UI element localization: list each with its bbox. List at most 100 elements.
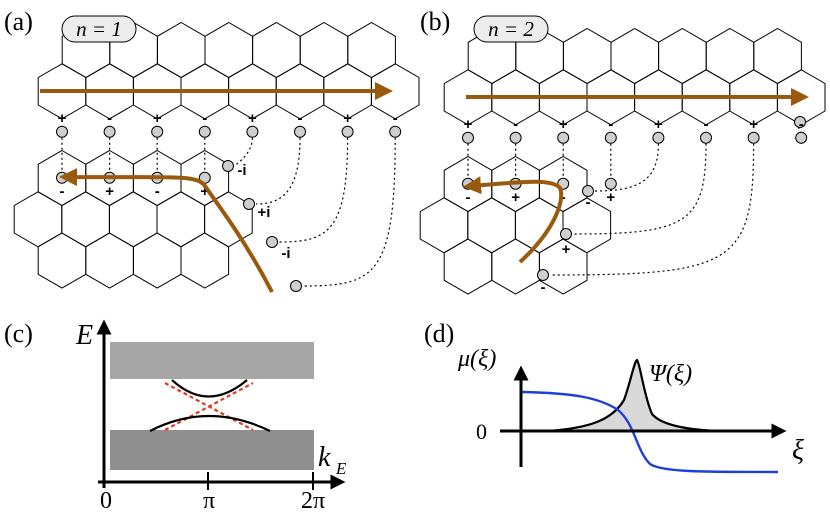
hex-cell [419, 197, 469, 254]
site-sign: - [155, 183, 160, 200]
upper-band [110, 342, 314, 379]
lattice-site [462, 131, 474, 144]
lattice-site [198, 125, 211, 138]
axis-label-k: k [318, 442, 331, 473]
dashed-crossing-2 [164, 382, 254, 431]
site-sign: - [704, 116, 709, 133]
hex-cell [156, 21, 206, 79]
psi-peak [547, 358, 721, 433]
lattice-site [294, 125, 306, 138]
panel-c: (c) E k E 0 π 2π [4, 319, 347, 514]
site-sign: + [749, 116, 758, 133]
hex-cell [13, 191, 63, 248]
arrow-a-bottom [59, 168, 274, 293]
lattice-site [795, 131, 808, 144]
zero-label: 0 [476, 419, 487, 444]
panel-b: (b) +-+-+-+--+-+-+- n = 2 [419, 7, 826, 296]
lattice-site [56, 171, 68, 184]
lattice-site [747, 131, 760, 144]
lattice-site [341, 125, 354, 138]
site-sign: + [153, 110, 162, 127]
site-sign: + [464, 116, 473, 133]
lattice-site [557, 131, 570, 144]
lattice-site [246, 125, 259, 138]
lattice-site [462, 177, 474, 190]
edge-site [222, 160, 234, 172]
lattice-site [700, 131, 712, 144]
panel-b-label: (b) [420, 7, 450, 36]
upper-gap-curve [171, 379, 248, 398]
site-sign: + [562, 241, 571, 258]
lower-gap-curve [149, 414, 271, 432]
dotted-connections-a [61, 137, 396, 287]
axis-label-E: E [75, 320, 93, 351]
axis-label-k-sub: E [335, 459, 347, 478]
hex-cell [180, 232, 230, 289]
dotted-link [255, 137, 301, 205]
lattice-site [509, 131, 522, 144]
site-sign: + [511, 189, 520, 206]
hex-lattice-a [13, 21, 420, 289]
site-sign: - [202, 110, 207, 127]
hex-cell [443, 238, 493, 295]
arrow-b-bottom [463, 176, 564, 264]
site-sign: + [654, 116, 663, 133]
signs-a: +-+-+-+--+-+-i+i-i [58, 110, 398, 262]
hex-cell [299, 21, 349, 79]
hex-cell [252, 21, 301, 79]
psi-label: Ψ(ξ) [649, 361, 692, 387]
dotted-link [572, 143, 707, 235]
site-sign: -i [237, 162, 246, 179]
hex-lattice-b [419, 27, 826, 295]
site-sign: - [513, 116, 518, 133]
edge-site [243, 198, 255, 210]
hex-cell [108, 191, 158, 248]
badge-a-text: n = 1 [76, 17, 122, 41]
site-sign: + [200, 183, 209, 200]
axis-label-xi: ξ [792, 435, 804, 466]
lattice-site [103, 125, 116, 138]
panel-c-label: (c) [4, 319, 33, 348]
badge-b-text: n = 2 [488, 17, 534, 41]
site-sign: + [606, 189, 615, 206]
lattice-site [56, 125, 68, 138]
badge-b: n = 2 [473, 15, 549, 43]
lower-band [110, 430, 314, 470]
site-sign: - [541, 279, 546, 296]
tick-label-0: 0 [100, 488, 112, 514]
axis-label-mu: μ(ξ) [457, 346, 496, 372]
hex-cell [204, 21, 254, 79]
site-sign: - [393, 110, 398, 127]
hex-cell [156, 191, 206, 248]
lattice-site [389, 125, 402, 138]
hex-cell [467, 197, 516, 254]
hex-cell [658, 27, 707, 85]
site-sign: + [559, 116, 568, 133]
site-sign: + [248, 110, 257, 127]
panel-a-label: (a) [4, 7, 33, 36]
tick-label-2pi: 2π [301, 488, 325, 514]
dotted-link [302, 137, 396, 287]
hex-cell [132, 232, 182, 289]
hex-cell [347, 21, 396, 79]
edge-site [537, 269, 549, 281]
site-sign: + [105, 183, 114, 200]
lattice-site [604, 177, 617, 190]
lattice-site [604, 131, 617, 144]
badge-a: n = 1 [61, 15, 137, 43]
hex-cell [61, 191, 110, 248]
site-sign: - [60, 183, 65, 200]
lattice-site [652, 131, 665, 144]
site-sign: - [586, 194, 591, 211]
hex-cell [538, 238, 588, 295]
hex-cell [562, 27, 612, 85]
panel-d: (d) μ(ξ) 0 ξ Ψ(ξ) [424, 319, 804, 474]
edge-site [560, 228, 572, 240]
hex-cell [37, 232, 87, 289]
hex-cell [753, 27, 802, 85]
tick-label-pi: π [203, 488, 215, 514]
hex-cell [705, 27, 755, 85]
site-sign: +i [258, 204, 271, 221]
dotted-link [278, 137, 349, 243]
